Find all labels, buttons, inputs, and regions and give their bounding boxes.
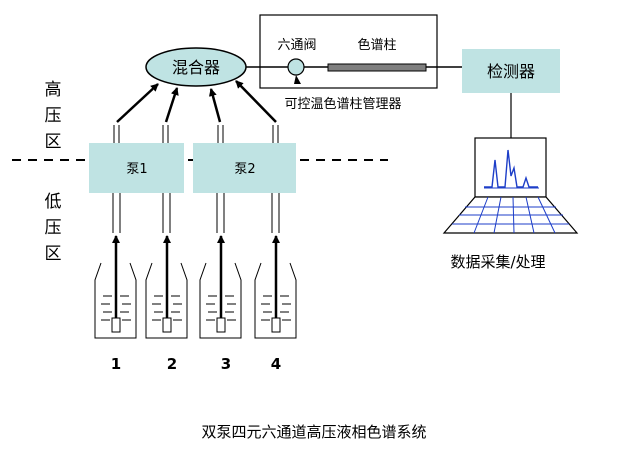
diagram-caption: 双泵四元六通道高压液相色谱系统: [201, 423, 426, 441]
valve-handle: [294, 75, 301, 84]
six-way-valve: [287, 58, 305, 76]
pump-2: [193, 143, 296, 193]
low-pressure-tubes: [112, 193, 280, 233]
high-pressure-tubes: [113, 125, 279, 143]
oven-caption: 可控温色谱柱管理器: [284, 96, 401, 112]
detector: [462, 49, 560, 93]
zone-high-3: 区: [45, 132, 62, 152]
zone-low-3: 区: [45, 244, 62, 264]
column: [327, 63, 427, 72]
zone-high-2: 压: [45, 106, 62, 126]
bottle-3-number: 3: [221, 355, 231, 373]
pump-1: [89, 143, 184, 193]
arrows-to-pumps: [112, 235, 280, 318]
bottle-4: [254, 262, 297, 339]
chromatogram-trace: [484, 149, 538, 188]
zone-low-2: 压: [45, 218, 62, 238]
bottle-3: [199, 262, 242, 339]
bottle-1-number: 1: [111, 355, 121, 373]
detector-label: 检测器: [487, 62, 535, 81]
valve-label: 六通阀: [277, 38, 316, 53]
data-processing-label: 数据采集/处理: [450, 253, 545, 271]
column-label: 色谱柱: [357, 37, 396, 53]
bottle-2: [145, 262, 188, 339]
mixer-label: 混合器: [172, 58, 220, 77]
laptop-icon: [442, 137, 579, 234]
arrows-to-mixer: [116, 80, 277, 123]
zone-high-1: 高: [45, 80, 62, 100]
bottle-2-number: 2: [167, 355, 177, 373]
bottle-1: [94, 262, 137, 339]
pump-2-label: 泵2: [234, 162, 255, 177]
column-oven: [259, 14, 438, 89]
zone-low-1: 低: [45, 192, 62, 212]
pump-1-label: 泵1: [126, 162, 147, 177]
bottle-4-number: 4: [271, 355, 281, 373]
